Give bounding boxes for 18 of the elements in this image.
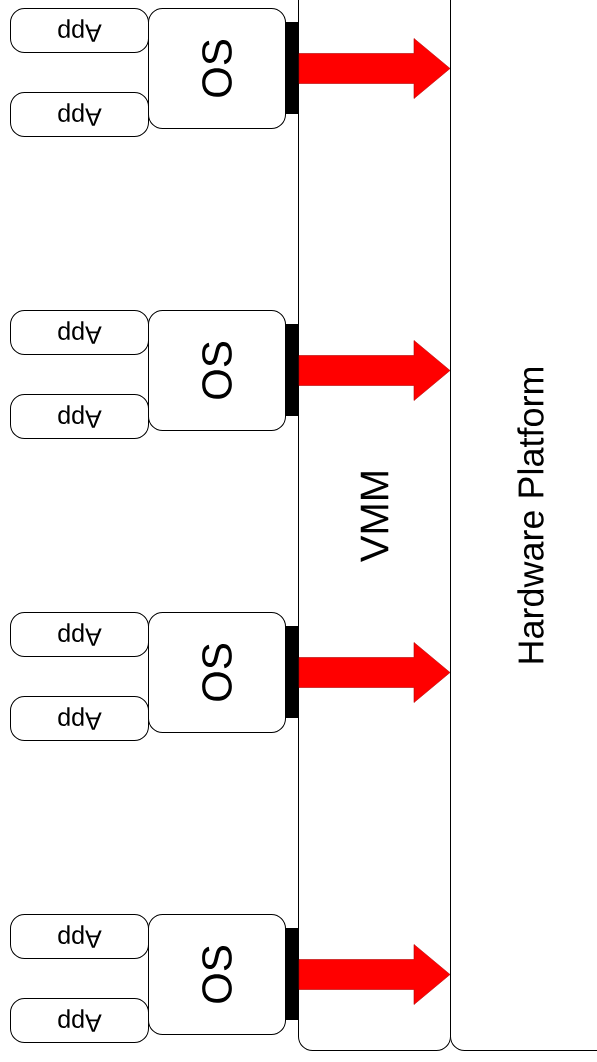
app-box: App: [10, 998, 149, 1043]
app-box: App: [10, 394, 149, 439]
os-box: OS: [148, 310, 286, 431]
app-box: App: [10, 310, 149, 355]
app-box: App: [10, 696, 149, 741]
os-box: OS: [148, 914, 286, 1035]
app-box: App: [10, 612, 149, 657]
hardware-platform-box: Hardware Platform: [450, 0, 597, 1051]
arrow: [298, 944, 451, 1005]
os-box: OS: [148, 8, 286, 129]
app-box: App: [10, 8, 149, 53]
arrow: [298, 642, 451, 703]
app-box: App: [10, 914, 149, 959]
node-label: Hardware Platform: [517, 367, 544, 663]
os-box: OS: [148, 612, 286, 733]
arrow: [298, 38, 451, 99]
app-box: App: [10, 92, 149, 137]
arrow: [298, 340, 451, 401]
